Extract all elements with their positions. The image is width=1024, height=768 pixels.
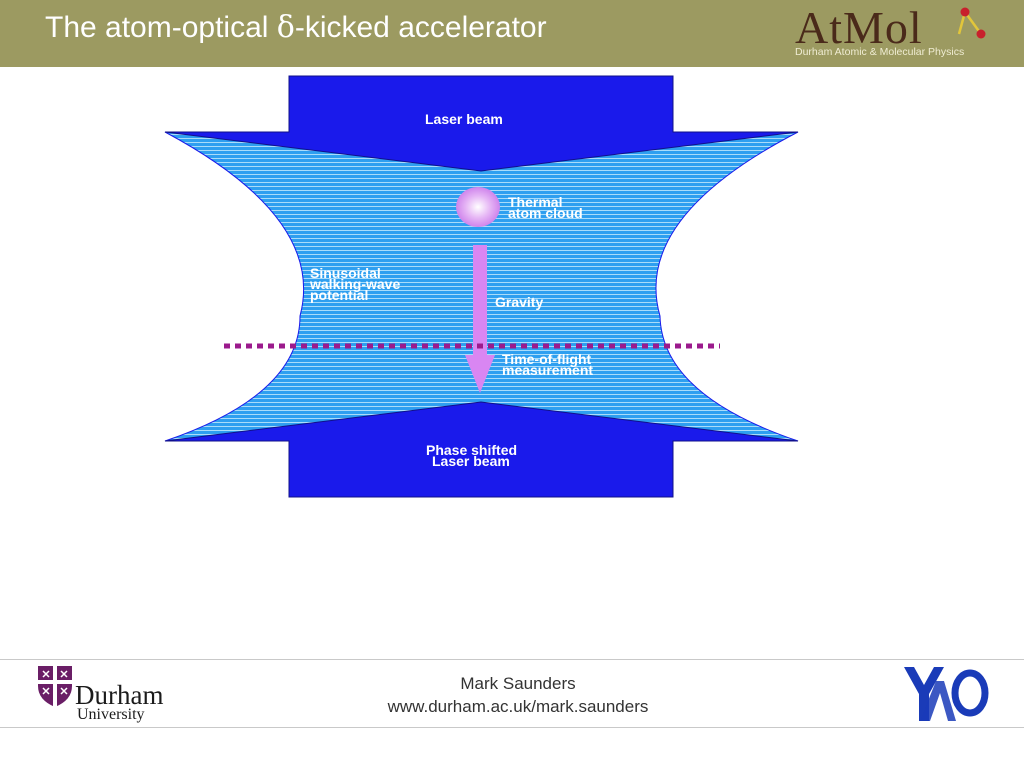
thermal-atom-cloud-label: Thermal atom cloud xyxy=(508,194,583,221)
slide-title: The atom-optical δ-kicked accelerator xyxy=(45,10,547,45)
kicked-accelerator-diagram xyxy=(164,75,799,498)
yao-logo xyxy=(904,667,989,721)
gravity-label: Gravity xyxy=(495,294,544,310)
durham-wordmark: Durham xyxy=(75,680,164,710)
time-of-flight-label: Time-of-flight measurement xyxy=(502,351,594,378)
laser-beam-label: Laser beam xyxy=(425,111,503,127)
phase-shifted-laser-label: Phase shifted Laser beam xyxy=(426,442,518,469)
sinusoidal-potential-label: Sinusoidal walking-wave potential xyxy=(310,265,401,303)
footer-rule-bottom xyxy=(0,727,1024,728)
atmol-subtitle: Durham Atomic & Molecular Physics xyxy=(795,46,965,58)
footer-rule-top xyxy=(0,659,1024,660)
author-url[interactable]: www.durham.ac.uk/mark.saunders xyxy=(387,697,649,716)
laser-beam-top xyxy=(164,75,799,172)
footer-credit: Mark Saunders www.durham.ac.uk/mark.saun… xyxy=(318,672,718,718)
thermal-atom-cloud xyxy=(456,187,500,227)
shield-crest-icon xyxy=(38,666,72,707)
author-name: Mark Saunders xyxy=(460,674,576,693)
university-wordmark: University xyxy=(77,706,145,723)
header-bar: The atom-optical δ-kicked accelerator At… xyxy=(0,0,1024,67)
durham-university-logo: Durham University xyxy=(37,664,187,724)
delta-symbol: δ xyxy=(276,10,295,45)
molecule-icon xyxy=(957,7,986,39)
atmol-wordmark: AtMol xyxy=(795,2,923,53)
gravity-arrow xyxy=(465,245,495,393)
laser-beam-bottom xyxy=(164,401,799,498)
atmol-logo: AtMol Durham Atomic & Molecular Physics xyxy=(795,2,1015,64)
